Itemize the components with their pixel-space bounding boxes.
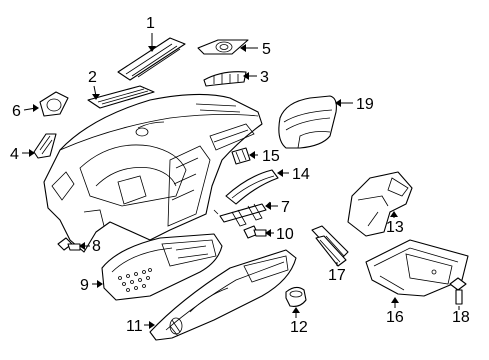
- instrument-panel-main-body: [43, 93, 263, 253]
- callout-19: 19: [335, 96, 374, 113]
- callout-11-label: 11: [126, 318, 143, 335]
- part-6-round-vent: [39, 91, 69, 117]
- callout-4-label: 4: [10, 146, 19, 163]
- callout-9: 9: [80, 277, 103, 294]
- callout-3-label: 3: [260, 69, 269, 86]
- callout-18-label: 18: [452, 309, 470, 326]
- part-19-airbag-module: [278, 95, 337, 149]
- part-14-trim-strip: [225, 169, 279, 205]
- callout-6: 6: [12, 103, 39, 120]
- callout-5-label: 5: [262, 41, 271, 58]
- part-15-switch: [231, 147, 251, 165]
- part-16-glove-box: [365, 239, 469, 297]
- callout-13-label: 13: [386, 219, 404, 236]
- callout-7: 7: [265, 199, 290, 216]
- part-17-storage-bin: [311, 225, 349, 267]
- part-2-center-vent: [87, 85, 155, 109]
- callout-17: 17: [328, 262, 346, 284]
- part-8-bolt: [57, 237, 81, 251]
- part-4-side-vent: [33, 133, 57, 159]
- part-3-air-vent: [203, 71, 247, 87]
- callout-13: 13: [386, 211, 404, 236]
- callout-16: 16: [386, 297, 404, 326]
- callout-16-label: 16: [386, 309, 404, 326]
- callout-2-label: 2: [88, 69, 97, 86]
- callout-8-label: 8: [92, 238, 101, 255]
- part-7-bracket: [213, 201, 271, 227]
- part-12-knob: [285, 286, 307, 307]
- part-5-speaker-grille: [197, 39, 249, 55]
- callout-1-label: 1: [146, 15, 155, 32]
- callout-6-label: 6: [12, 103, 21, 120]
- callout-11: 11: [126, 318, 155, 335]
- part-18-screw: [449, 277, 467, 305]
- callout-3: 3: [243, 69, 269, 86]
- callout-1: 1: [146, 15, 156, 52]
- callout-8: 8: [79, 238, 101, 255]
- callout-17-label: 17: [328, 267, 346, 284]
- part-9-lower-panel: [101, 233, 223, 301]
- callout-14-label: 14: [292, 166, 310, 183]
- part-11-lower-trim: [149, 249, 297, 341]
- callout-18: 18: [452, 306, 470, 326]
- callout-19-label: 19: [356, 96, 374, 113]
- callout-10-label: 10: [276, 226, 294, 243]
- callout-9-label: 9: [80, 277, 89, 294]
- part-13-side-trim: [347, 171, 413, 237]
- part-10-bolt: [243, 225, 267, 239]
- callout-2: 2: [88, 69, 100, 100]
- callout-15: 15: [249, 148, 280, 165]
- callout-12-label: 12: [290, 319, 308, 336]
- callout-15-label: 15: [262, 148, 280, 165]
- callout-4: 4: [10, 146, 35, 163]
- callout-14: 14: [277, 166, 310, 183]
- callout-10: 10: [265, 226, 294, 243]
- callout-7-label: 7: [281, 199, 290, 216]
- callout-12: 12: [290, 307, 308, 336]
- callout-5: 5: [240, 41, 271, 58]
